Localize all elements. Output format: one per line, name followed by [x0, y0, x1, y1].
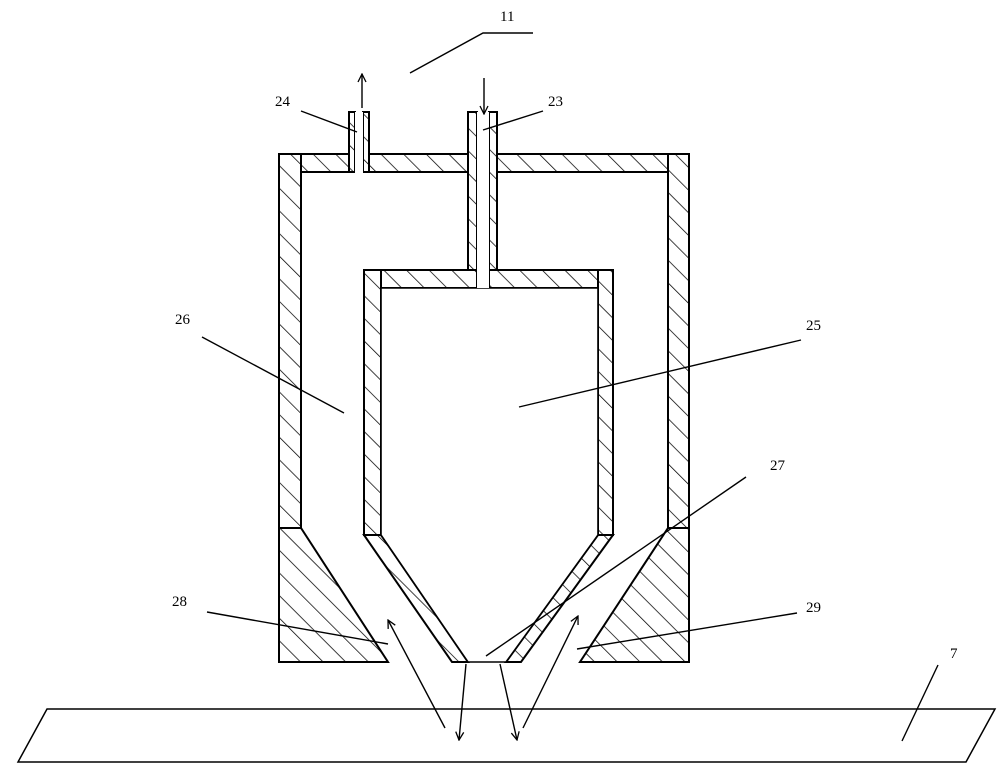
outer-housing [278, 111, 690, 663]
flow-arrows [362, 74, 578, 740]
label-11: 11 [500, 9, 514, 25]
substrate-plate [16, 708, 997, 763]
label-25: 25 [806, 318, 821, 334]
label-7: 7 [950, 646, 958, 662]
return-right-arrow [522, 616, 578, 729]
label-28: 28 [172, 594, 187, 610]
label-27: 27 [770, 458, 786, 474]
jet-left-arrow [459, 663, 467, 740]
return-left-arrow [388, 620, 446, 729]
label-24: 24 [275, 94, 291, 110]
chamber-25-interior [380, 287, 599, 663]
label-29: 29 [806, 600, 821, 616]
inner-chamber [362, 111, 615, 663]
leader-lines [201, 32, 939, 742]
inlet-channel [477, 112, 489, 288]
label-23: 23 [548, 94, 563, 110]
jet-right-arrow [499, 663, 517, 740]
label-26: 26 [175, 312, 191, 328]
